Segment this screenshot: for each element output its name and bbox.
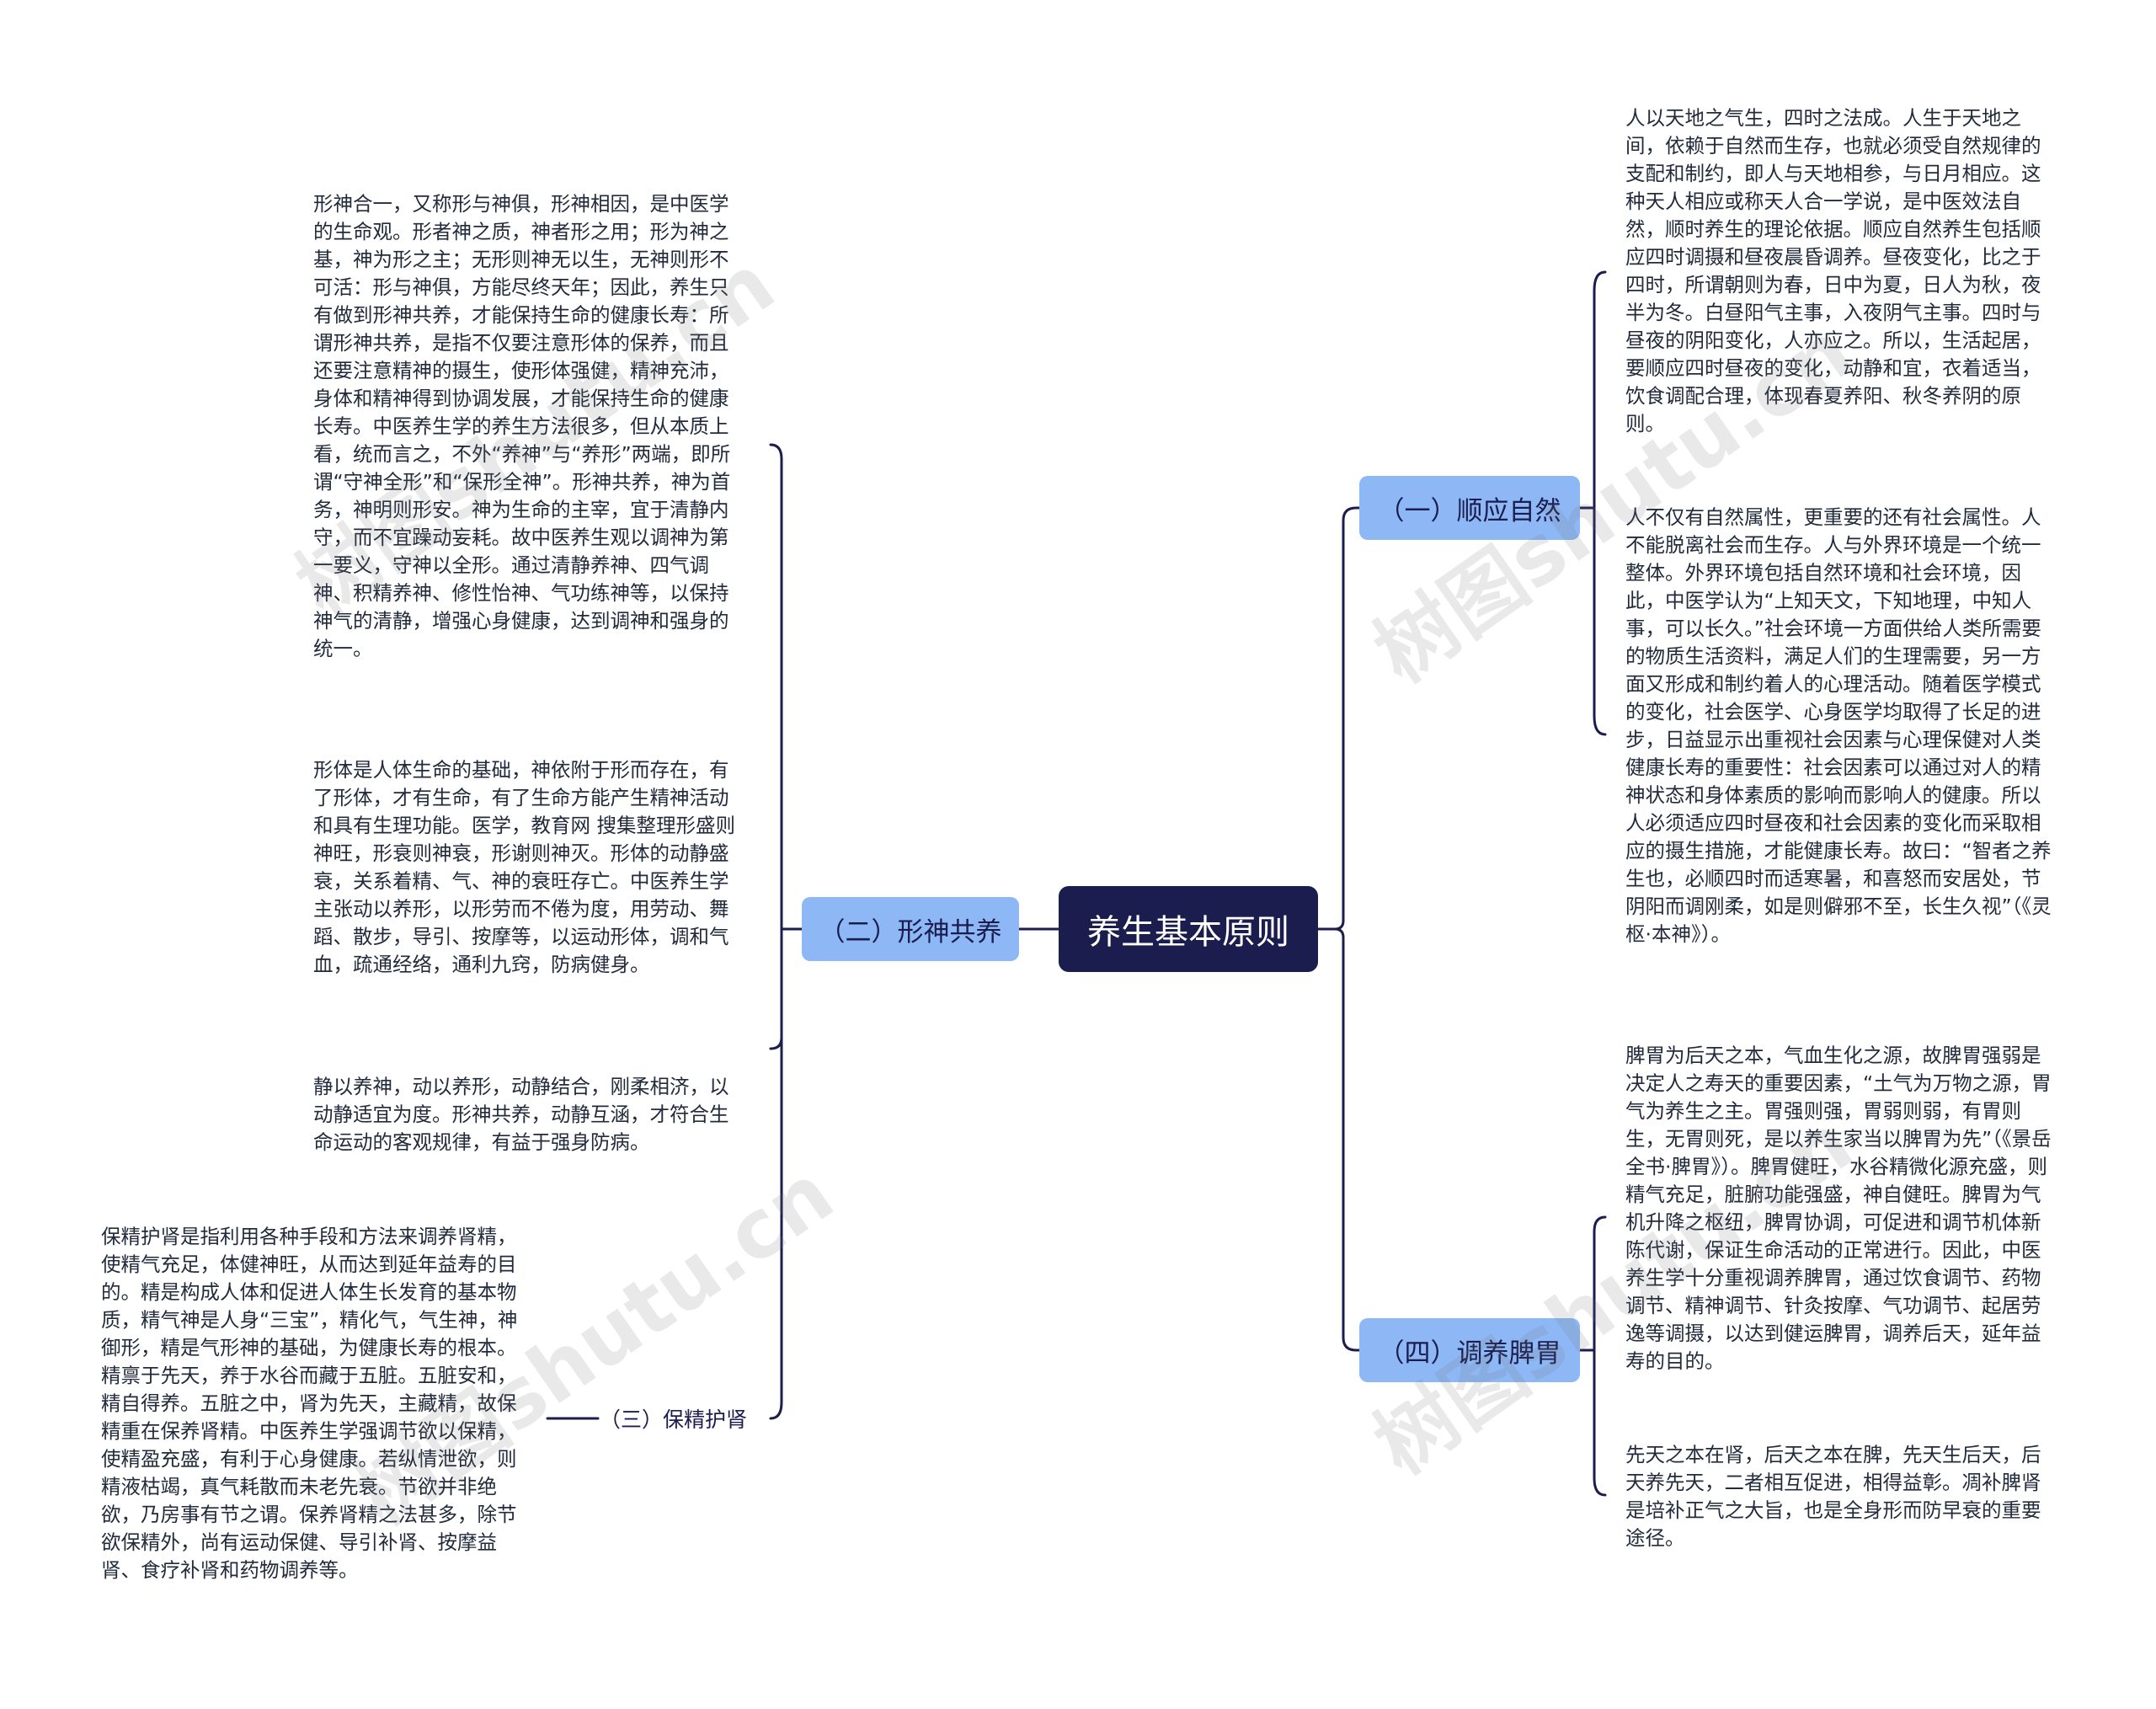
- text-piwei-1: 脾胃为后天之本，气血生化之源，故脾胃强弱是决定人之寿天的重要因素，“土气为万物之…: [1625, 1044, 2052, 1373]
- branch-baojing-hushen[interactable]: （三）保精护肾: [600, 1403, 776, 1434]
- branch-label: （三）保精护肾: [600, 1407, 748, 1432]
- branch-label: （二）形神共养: [819, 916, 1002, 948]
- bracket-b2: [769, 443, 803, 1420]
- text-baojing-1: 保精护肾是指利用各种手段和方法来调养肾精，使精气充足，体健神旺，从而达到延年益寿…: [101, 1225, 518, 1582]
- branch-tiaoyang-piwei[interactable]: （四）调养脾胃: [1359, 1318, 1580, 1382]
- branch-label: （四）调养脾胃: [1378, 1338, 1561, 1369]
- text-xingshen-1: 形神合一，又称形与神俱，形神相因，是中医学的生命观。形者神之质，神者形之用；形为…: [313, 192, 731, 660]
- branch-xingshen-gongyang[interactable]: （二）形神共养: [802, 897, 1019, 961]
- text-shunying-1: 人以天地之气生，四时之法成。人生于天地之间，依赖于自然而生存，也就必须受自然规律…: [1625, 106, 2041, 435]
- line-root-b4: [1316, 927, 1361, 1352]
- text-piwei-2: 先天之本在肾，后天之本在脾，先天生后天，后天养先天，二者相互促进，相得益彰。凋补…: [1625, 1443, 2041, 1550]
- root-label: 养生基本原则: [1087, 913, 1289, 952]
- root-node[interactable]: 养生基本原则: [1059, 886, 1318, 972]
- text-xingshen-3: 静以养神，动以养形，动静结合，刚柔相济，以动静适宜为度。形神共养，动静互涵，才符…: [313, 1075, 729, 1154]
- branch-shunying-ziran[interactable]: （一）顺应自然: [1359, 476, 1580, 540]
- text-shunying-2: 人不仅有自然属性，更重要的还有社会属性。人不能脱离社会而生存。人与外界环境是一个…: [1625, 505, 2052, 946]
- bracket-b1: [1578, 270, 1607, 736]
- bracket-b4: [1578, 1215, 1607, 1497]
- text-xingshen-2: 形体是人体生命的基础，神依附于形而存在，有了形体，才有生命，有了生命方能产生精神…: [313, 758, 735, 976]
- line-root-b1: [1316, 506, 1361, 931]
- branch-label: （一）顺应自然: [1378, 495, 1561, 526]
